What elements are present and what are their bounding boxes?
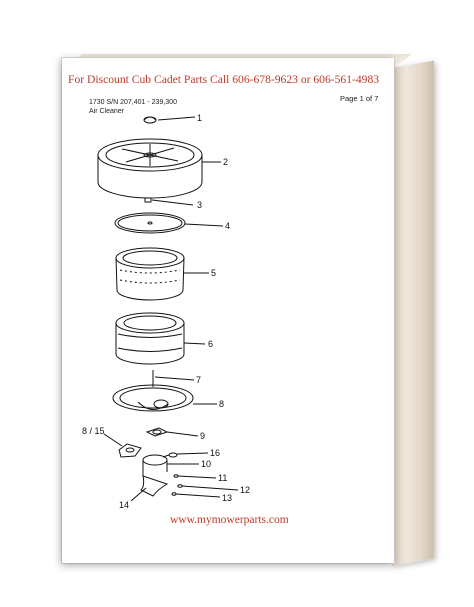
part-8-base (112, 384, 194, 412)
section-name: Air Cleaner (89, 108, 125, 115)
part-5-prefilter (115, 247, 185, 301)
callout-10: 10 (201, 459, 211, 469)
callout-12: 12 (240, 485, 250, 495)
callout-9: 9 (200, 431, 205, 441)
part-6-filter-element (115, 312, 185, 365)
callout-6: 6 (208, 339, 213, 349)
air-cleaner-exploded-diagram: 1 2 3 4 5 6 7 8 9 8 / 15 16 10 11 12 13 … (82, 113, 250, 510)
callout-16: 16 (210, 448, 220, 458)
callout-8: 8 (219, 399, 224, 409)
part-10-elbow (140, 454, 169, 497)
callout-15: 8 / 15 (82, 426, 105, 436)
footer-website-url[interactable]: www.mymowerparts.com (170, 514, 289, 526)
callout-13: 13 (222, 493, 232, 503)
header-advertisement: For Discount Cub Cadet Parts Call 606-67… (68, 73, 380, 86)
part-13-clip (171, 492, 177, 496)
callout-4: 4 (225, 221, 230, 231)
part-2-cover (97, 138, 203, 199)
book-page-edges (392, 60, 434, 566)
callout-5: 5 (211, 268, 216, 278)
callout-14: 14 (119, 500, 129, 510)
part-4-plate (114, 212, 186, 234)
callout-3: 3 (197, 200, 202, 210)
callout-7: 7 (196, 375, 201, 385)
callout-1: 1 (197, 113, 202, 123)
manual-book: For Discount Cub Cadet Parts Call 606-67… (62, 54, 434, 566)
document-title: 1730 S/N 207,401 - 239,300 Air Cleaner (89, 98, 177, 116)
model-line: 1730 S/N 207,401 - 239,300 (89, 99, 177, 106)
part-1-wing-nut (143, 116, 157, 124)
page-number: Page 1 of 7 (340, 94, 379, 103)
part-12-nut (177, 484, 183, 488)
part-15-gasket (118, 443, 142, 458)
callout-2: 2 (223, 157, 228, 167)
manual-page: For Discount Cub Cadet Parts Call 606-67… (62, 58, 394, 563)
callout-11: 11 (218, 473, 227, 483)
part-11-washer (173, 474, 179, 478)
part-9-gasket (145, 427, 169, 437)
part-16-screw (162, 452, 178, 458)
part-3-seal (144, 197, 152, 203)
